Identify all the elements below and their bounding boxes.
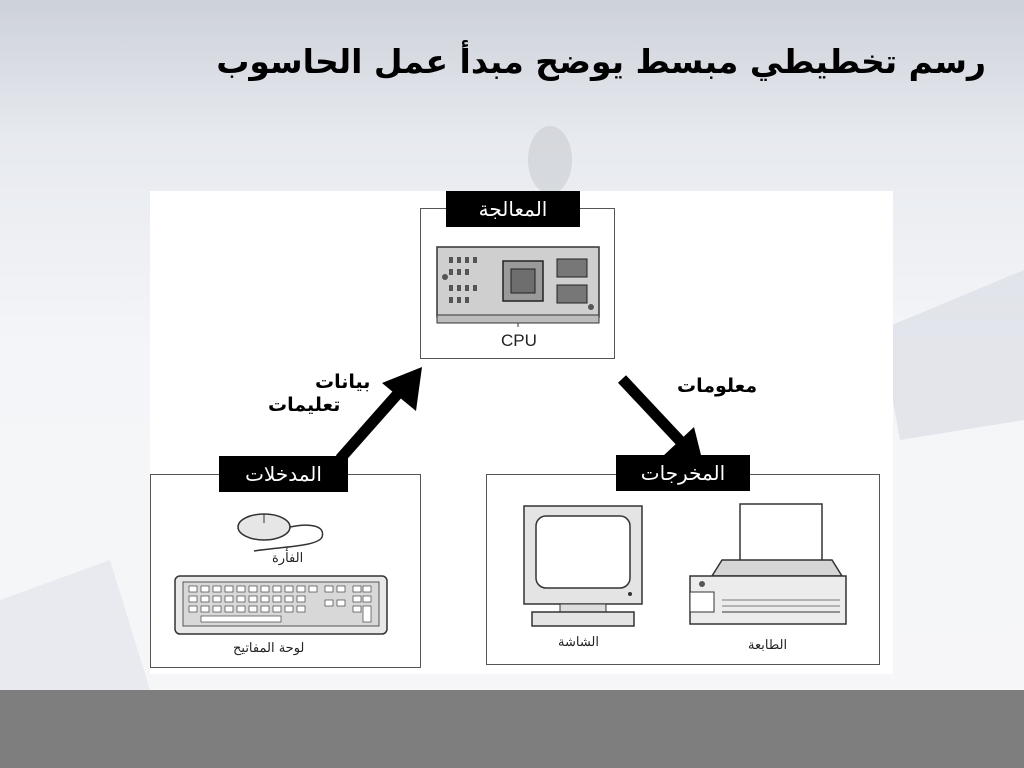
- mouse-icon: [237, 513, 324, 552]
- arrow-in-label-data: بيانات: [315, 371, 371, 393]
- arrow-in-label-instructions: تعليمات: [268, 394, 341, 416]
- inputs-box: الفأرة لوحة المفاتيح: [150, 474, 421, 668]
- arrow-up-right-icon: [335, 367, 422, 463]
- inputs-header: المدخلات: [219, 456, 348, 492]
- monitor-icon: [523, 505, 643, 627]
- slide-title: رسم تخطيطي مبسط يوضح مبدأ عمل الحاسوب: [216, 42, 986, 81]
- cpu-label: CPU: [501, 331, 537, 350]
- arrow-out-label-information: معلومات: [677, 375, 758, 397]
- printer-icon: [689, 503, 847, 625]
- cpu-board-icon: [436, 246, 600, 327]
- printer-label: الطابعة: [748, 638, 788, 653]
- processing-box: CPU: [420, 208, 615, 359]
- keyboard-label: لوحة المفاتيح: [233, 641, 305, 656]
- keyboard-icon: [174, 575, 388, 635]
- monitor-label: الشاشة: [558, 635, 599, 650]
- mouse-label: الفأرة: [272, 551, 304, 566]
- computer-diagram: CPU المعالجة الفأرة لوحة المفا: [150, 191, 893, 674]
- processing-header: المعالجة: [446, 191, 580, 227]
- arrow-down-right-icon: [617, 375, 704, 467]
- outputs-box: الشاشة الطابعة: [486, 474, 880, 665]
- outputs-header: المخرجات: [616, 455, 750, 491]
- footer-bar: [0, 690, 1024, 768]
